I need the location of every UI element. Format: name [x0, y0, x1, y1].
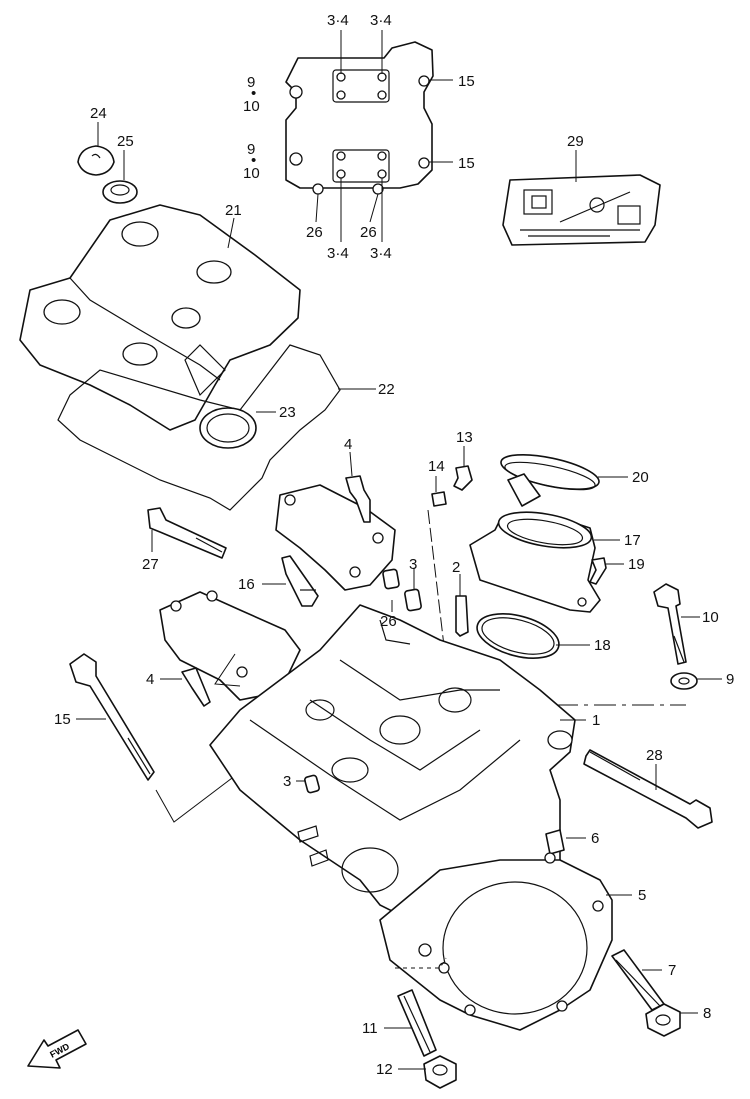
dowel-3-lower [296, 774, 320, 794]
callout-15: 15 [458, 73, 475, 90]
cam-housing-upper [275, 451, 396, 591]
forward-arrow-icon: FWD [27, 1029, 87, 1069]
washer-9 [480, 672, 722, 706]
caution-label-29 [502, 150, 661, 246]
grommet-25 [102, 150, 138, 204]
bolt-28 [583, 749, 713, 829]
intake-pipe-17 [469, 511, 620, 613]
dot-separator: • [251, 85, 256, 102]
callout-labels: 3·4 3·4 9 10 15 9 10 15 26 26 3·4 3·4 29… [54, 12, 734, 1078]
callout-14: 14 [428, 458, 445, 475]
nut-8 [645, 1003, 698, 1037]
stud-11 [384, 989, 437, 1057]
callout-25: 25 [117, 133, 134, 150]
head-gasket-5 [379, 852, 632, 1031]
intake-clamp-20 [500, 454, 628, 507]
callout-26: 26 [306, 224, 323, 241]
dowel-pins-and-jets [382, 446, 473, 681]
callout-9: 9 [247, 74, 255, 91]
o-ring-23 [199, 407, 276, 449]
callout-6: 6 [591, 830, 599, 847]
callout-3-4: 3·4 [370, 12, 392, 29]
callout-16: 16 [238, 576, 255, 593]
bolt-15 [69, 653, 241, 823]
callout-3-4: 3·4 [327, 245, 349, 262]
callout-9: 9 [726, 671, 734, 688]
o-ring-18 [476, 613, 590, 659]
callout-3: 3 [283, 773, 291, 790]
callout-8: 8 [703, 1005, 711, 1022]
callout-13: 13 [456, 429, 473, 446]
callout-29: 29 [567, 133, 584, 150]
callout-9: 9 [247, 141, 255, 158]
bolt-pattern-schematic [285, 30, 453, 242]
callout-10: 10 [702, 609, 719, 626]
cylinder-head-1 [209, 600, 586, 921]
callout-5: 5 [638, 887, 646, 904]
callout-10: 10 [243, 98, 260, 115]
callout-26: 26 [380, 613, 397, 630]
callout-20: 20 [632, 469, 649, 486]
callout-18: 18 [594, 637, 611, 654]
callout-22: 22 [378, 381, 395, 398]
screw-19 [589, 557, 624, 585]
dot-separator: • [251, 152, 256, 169]
callout-24: 24 [90, 105, 107, 122]
callout-21: 21 [225, 202, 242, 219]
callout-10: 10 [243, 165, 260, 182]
spark-plug-16 [262, 555, 319, 607]
callout-3-4: 3·4 [370, 245, 392, 262]
callout-17: 17 [624, 532, 641, 549]
callout-19: 19 [628, 556, 645, 573]
dowel-6 [545, 829, 586, 855]
callout-7: 7 [668, 962, 676, 979]
callout-11: 11 [362, 1020, 378, 1037]
cap-24 [77, 122, 115, 176]
head-cover-21 [19, 204, 301, 431]
callout-28: 28 [646, 747, 663, 764]
callout-4: 4 [146, 671, 154, 688]
callout-3-4: 3·4 [327, 12, 349, 29]
callout-4: 4 [344, 436, 352, 453]
bolt-27 [147, 507, 227, 559]
callout-12: 12 [376, 1061, 393, 1078]
callout-2: 2 [452, 559, 460, 576]
callout-15: 15 [458, 155, 475, 172]
callout-23: 23 [279, 404, 296, 421]
callout-3: 3 [409, 556, 417, 573]
callout-1: 1 [592, 712, 600, 729]
nut-12 [398, 1055, 457, 1089]
bolt-10 [653, 583, 700, 665]
callout-15: 15 [54, 711, 71, 728]
callout-27: 27 [142, 556, 159, 573]
callout-26: 26 [360, 224, 377, 241]
stud-7 [611, 949, 665, 1011]
